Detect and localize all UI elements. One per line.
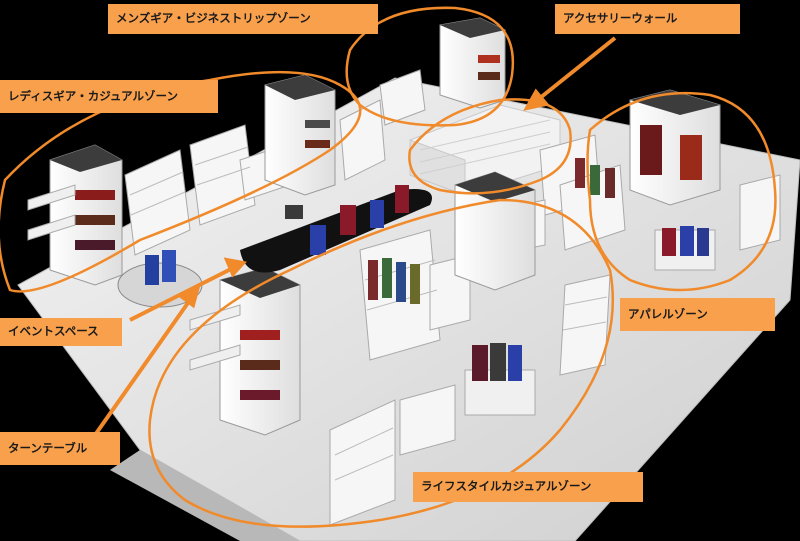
arrow-accessory [533,36,617,104]
label-turntable: ターンテーブル [0,432,120,465]
zone-outline-accessory [408,98,572,195]
label-lifestyle-zone: ライフスタイルカジュアルゾーン [413,472,643,502]
floor-shadow [110,450,300,541]
event-stage [240,185,432,273]
label-mens-gear-zone: メンズギア・ビジネストリップゾーン [108,4,378,34]
label-apparel-zone: アパレルゾーン [620,298,775,331]
display-tower-center [454,171,536,291]
zone-outline-lifestyle [148,198,615,528]
display-tower-center-left [264,74,336,196]
label-accessory-wall: アクセサリーウォール [555,4,740,34]
display-tower-mens [439,17,506,109]
display-tower-apparel [629,89,721,206]
label-ladies-gear-zone: レディスギア・カジュアルゾーン [0,80,218,113]
arrow-turntable [93,298,192,437]
label-event-space: イベントスペース [0,318,122,346]
callout-arrows [93,36,617,437]
zone-outline-apparel [586,91,777,292]
display-tower-ladies [27,144,123,286]
shelving-units [124,69,781,526]
luggage-display-apparel [654,226,716,271]
apparel-racks [368,158,615,304]
luggage-display-lifestyle [464,343,536,416]
arrow-event-head [223,257,247,278]
arrow-accessory-head [523,88,550,111]
arrow-turntable-head [176,286,200,309]
